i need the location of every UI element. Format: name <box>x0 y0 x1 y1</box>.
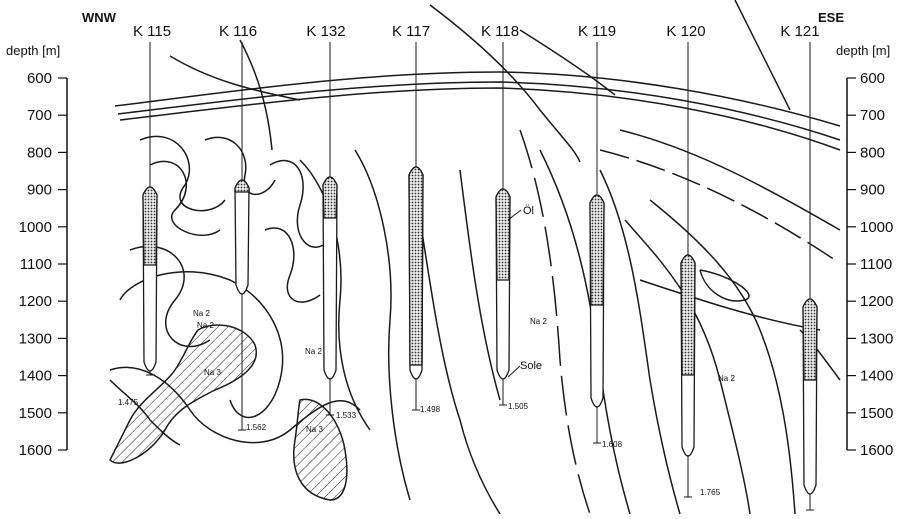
depth-tick-label-left: 700 <box>27 107 52 124</box>
orientation-left-label: WNW <box>82 10 117 25</box>
salt-flow-line <box>460 170 500 400</box>
oil-bearing-interval <box>590 195 604 305</box>
fault-line-dashed <box>600 150 835 260</box>
zone-label-na2: Na 2 <box>718 374 735 383</box>
oil-bearing-interval <box>235 180 249 192</box>
depth-axis-left: 600 700 800 900 1000 1100 1200 1300 1400 1500 1600 <box>19 70 67 459</box>
well-name-label: K 120 <box>666 23 705 40</box>
salt-flow-line <box>650 200 795 514</box>
well-name-label: K 132 <box>306 23 345 40</box>
well-total-depth-label: 1.533 <box>336 411 357 420</box>
depth-tick-label-left: 1600 <box>19 442 52 459</box>
zone-label-na3: Na 3 <box>204 368 221 377</box>
well-k115: K 115 1.475 <box>118 23 171 407</box>
well-name-label: K 121 <box>780 23 819 40</box>
zone-label-na2: Na 2 <box>193 309 210 318</box>
depth-tick-label-right: 700 <box>860 107 885 124</box>
depth-tick-label-right: 1200 <box>860 293 893 310</box>
depth-tick-label-right: 1100 <box>860 256 892 273</box>
oil-bearing-interval <box>323 177 337 218</box>
oil-bearing-interval <box>496 189 510 280</box>
depth-tick-label-left: 900 <box>27 182 52 199</box>
depth-tick-label-right: 1300 <box>860 330 893 347</box>
surface-bed-line <box>118 82 840 140</box>
depth-tick-label-left: 1500 <box>19 405 52 422</box>
oil-bearing-interval <box>681 255 695 375</box>
geologic-structures <box>110 0 840 514</box>
well-total-depth-label: 1.608 <box>602 440 623 449</box>
depth-tick-label-left: 1300 <box>19 330 52 347</box>
depth-tick-label-right: 1000 <box>860 219 893 236</box>
salt-flow-line <box>640 280 820 330</box>
well-total-depth-label: 1.562 <box>246 423 267 432</box>
fault-line <box>735 0 790 110</box>
well-name-label: K 118 <box>481 23 519 40</box>
sole-leader-line <box>508 366 520 377</box>
well-name-label: K 116 <box>219 23 257 40</box>
surface-bed-line <box>120 88 840 150</box>
depth-unit-right: depth [m] <box>836 43 890 58</box>
depth-tick-label-right: 1500 <box>860 405 893 422</box>
salt-flow-line <box>540 150 630 514</box>
orientation-right-label: ESE <box>818 10 844 25</box>
depth-tick-label-right: 900 <box>860 182 885 199</box>
depth-tick-label-left: 1200 <box>19 293 52 310</box>
depth-tick-label-left: 1000 <box>19 219 52 236</box>
salt-flow-line <box>420 220 500 514</box>
salt-fold-line <box>355 150 410 500</box>
well-k117: K 117 1.498 <box>392 23 441 414</box>
well-name-label: K 119 <box>578 23 616 40</box>
well-total-depth-label: 1.765 <box>700 488 721 497</box>
salt-fold-line <box>270 161 330 248</box>
zone-label-na3: Na 3 <box>306 425 323 434</box>
well-name-label: K 117 <box>392 23 430 40</box>
fault-line <box>240 40 272 150</box>
salt-fold-line <box>265 228 320 302</box>
zone-label-na2: Na 2 <box>197 321 214 330</box>
depth-unit-left: depth [m] <box>6 43 60 58</box>
oil-bearing-interval <box>143 187 157 265</box>
well-total-depth-label: 1.505 <box>508 402 529 411</box>
fault-line <box>170 56 300 100</box>
depth-tick-label-left: 1100 <box>20 256 52 273</box>
well-casing <box>235 180 249 294</box>
well-name-label: K 115 <box>133 23 171 40</box>
depth-tick-label-right: 600 <box>860 70 885 87</box>
oil-bearing-interval <box>409 167 423 365</box>
depth-axis-right: 600 700 800 900 1000 1100 1200 1300 1400 1500 1600 <box>847 70 893 459</box>
oil-label: Öl <box>523 205 534 217</box>
salt-flow-line <box>700 270 749 301</box>
fault-line <box>620 130 840 230</box>
salt-flow-line <box>600 170 680 514</box>
well-total-depth-label: 1.498 <box>420 405 441 414</box>
depth-tick-label-left: 800 <box>27 144 52 161</box>
depth-tick-label-right: 1400 <box>860 368 893 385</box>
zone-label-na2: Na 2 <box>530 317 547 326</box>
depth-tick-label-left: 600 <box>27 70 52 87</box>
depth-tick-label-right: 1600 <box>860 442 893 459</box>
zone-label-na2: Na 2 <box>305 347 322 356</box>
depth-tick-label-right: 800 <box>860 144 885 161</box>
oil-bearing-interval <box>803 299 817 380</box>
salt-fold-line <box>150 161 220 235</box>
sole-label: Sole <box>520 360 542 372</box>
depth-tick-label-left: 1400 <box>19 368 52 385</box>
well-total-depth-label: 1.475 <box>118 398 139 407</box>
